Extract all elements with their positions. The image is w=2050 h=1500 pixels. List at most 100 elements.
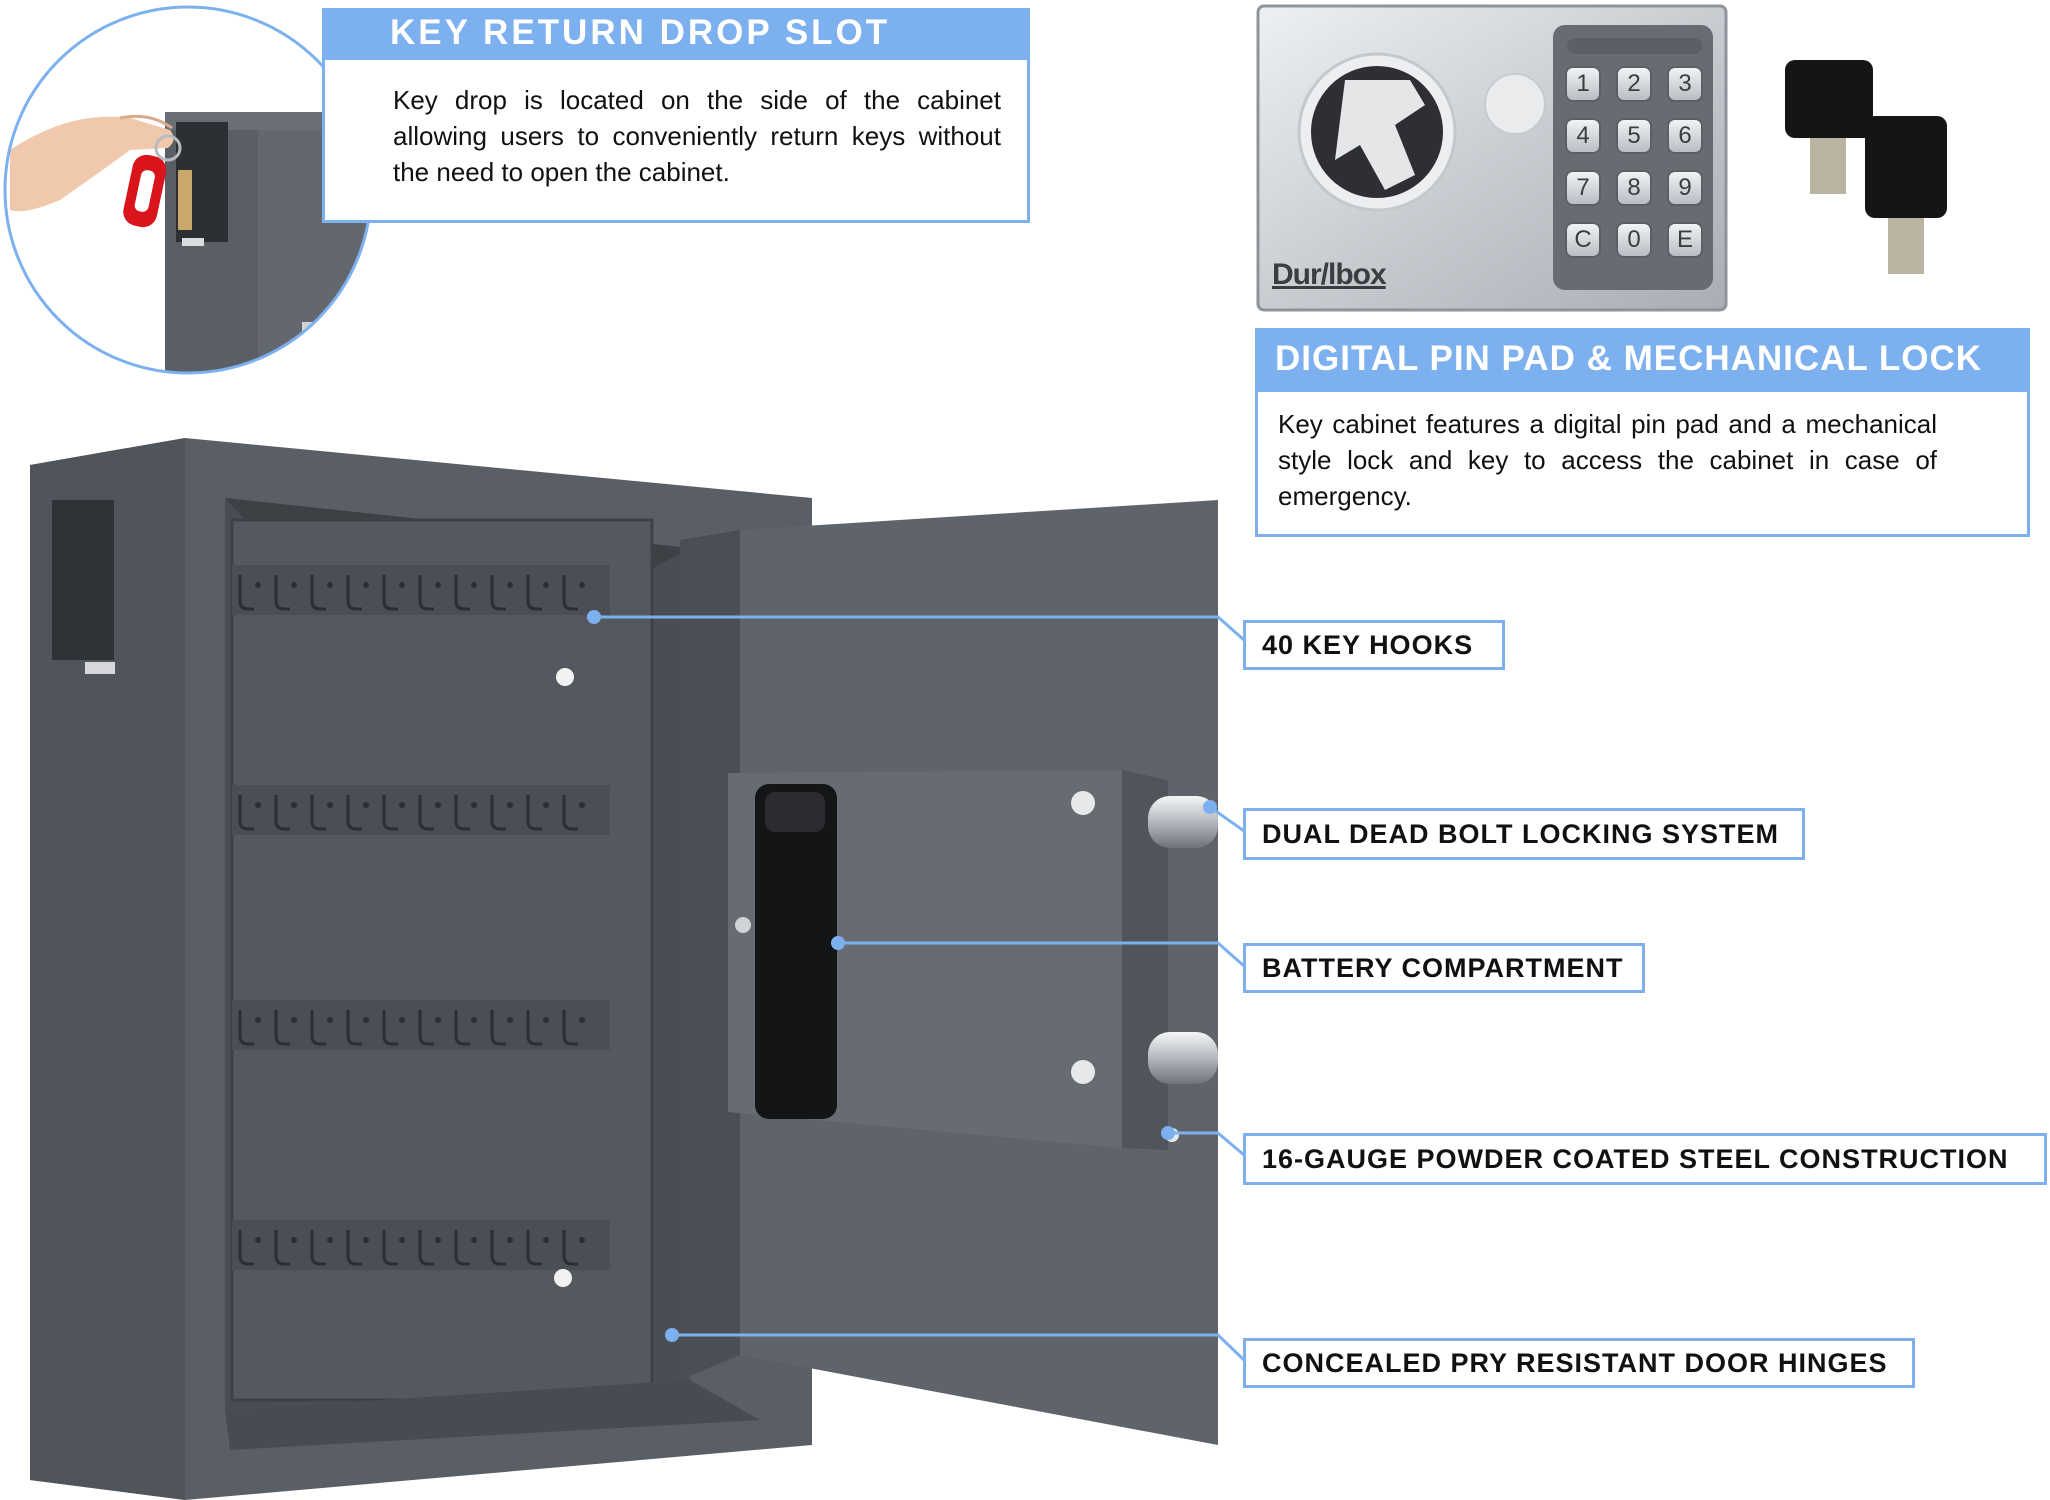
key-hook	[382, 575, 398, 611]
hook-rivet	[327, 802, 333, 808]
hook-rivet	[471, 802, 477, 808]
key-hook	[310, 795, 326, 831]
callout-key-hooks: 40 KEY HOOKS	[1243, 620, 1505, 670]
key-hook	[562, 575, 578, 611]
keypad-key-9: 9	[1667, 170, 1703, 206]
hook-rivet	[507, 802, 513, 808]
keypad-key-0: 0	[1616, 222, 1652, 258]
hook-rivet	[255, 1017, 261, 1023]
key-hook	[526, 1230, 542, 1266]
key-hook	[418, 795, 434, 831]
key-hook	[454, 1010, 470, 1046]
callout-battery: BATTERY COMPARTMENT	[1243, 943, 1645, 993]
hook-rivet	[579, 802, 585, 808]
keypad-key-8: 8	[1616, 170, 1652, 206]
key-hook	[562, 1230, 578, 1266]
key-hook	[454, 575, 470, 611]
key-drop-description: Key drop is located on the side of the c…	[322, 57, 1030, 223]
hook-rivet	[363, 1017, 369, 1023]
key-hooks	[238, 575, 585, 1266]
key-hook	[418, 1230, 434, 1266]
key-hook	[382, 795, 398, 831]
key-hook	[526, 1010, 542, 1046]
keypad-key-3: 3	[1667, 66, 1703, 102]
key-hook	[454, 1230, 470, 1266]
key-hook	[490, 575, 506, 611]
hook-rivet	[507, 1237, 513, 1243]
key-hook	[274, 1010, 290, 1046]
hook-rivet	[363, 1237, 369, 1243]
hook-rivet	[435, 1017, 441, 1023]
key-hook	[346, 1010, 362, 1046]
keypad-key-5: 5	[1616, 118, 1652, 154]
key-hook	[310, 575, 326, 611]
hook-rivet	[255, 802, 261, 808]
brand-logo: Dur/lbox	[1272, 258, 1387, 291]
hook-rivet	[579, 1017, 585, 1023]
callout-hinges: CONCEALED PRY RESISTANT DOOR HINGES	[1243, 1338, 1915, 1388]
hook-rivet	[543, 1237, 549, 1243]
hook-rivet	[363, 582, 369, 588]
keypad-key-2: 2	[1616, 66, 1652, 102]
key-hook	[238, 1010, 254, 1046]
hook-rivet	[579, 1237, 585, 1243]
key-hook	[346, 1230, 362, 1266]
leader-dots	[587, 610, 1217, 1342]
key-drop-title: KEY RETURN DROP SLOT	[322, 8, 1030, 57]
key-hook	[274, 1230, 290, 1266]
callout-steel: 16-GAUGE POWDER COATED STEEL CONSTRUCTIO…	[1243, 1133, 2047, 1185]
hook-rivet	[543, 582, 549, 588]
hook-rivet	[507, 582, 513, 588]
hook-rivet	[471, 1017, 477, 1023]
key-hook	[418, 575, 434, 611]
keypad-key-7: 7	[1565, 170, 1601, 206]
key-hook	[526, 575, 542, 611]
key-hook	[238, 795, 254, 831]
hook-rivet	[435, 802, 441, 808]
keypad-key-e: E	[1667, 222, 1703, 258]
hook-rivet	[291, 582, 297, 588]
key-hook	[382, 1010, 398, 1046]
key-hook	[490, 795, 506, 831]
key-hook	[310, 1230, 326, 1266]
key-hook	[562, 795, 578, 831]
pin-pad-description: Key cabinet features a digital pin pad a…	[1255, 389, 2030, 537]
hook-rivet	[291, 802, 297, 808]
hook-rivet	[543, 802, 549, 808]
hook-rivet	[399, 802, 405, 808]
hook-rivet	[399, 1017, 405, 1023]
key-hook	[346, 795, 362, 831]
hook-rivet	[399, 582, 405, 588]
key-hook	[382, 1230, 398, 1266]
hook-rivet	[255, 582, 261, 588]
hook-rivet	[507, 1017, 513, 1023]
hook-rivet	[327, 582, 333, 588]
hook-rivet	[327, 1237, 333, 1243]
cabinet-door	[680, 500, 1218, 1445]
hook-rivet	[471, 1237, 477, 1243]
key-hook	[274, 575, 290, 611]
cabinet-body	[30, 438, 812, 1500]
keypad-key-4: 4	[1565, 118, 1601, 154]
key-hook	[310, 1010, 326, 1046]
hook-rivet	[471, 582, 477, 588]
hook-rivet	[435, 582, 441, 588]
key-hook	[418, 1010, 434, 1046]
keypad-key-6: 6	[1667, 118, 1703, 154]
key-hook	[346, 575, 362, 611]
key-hook	[562, 1010, 578, 1046]
keypad-key-1: 1	[1565, 66, 1601, 102]
key-hook	[526, 795, 542, 831]
hook-rivet	[327, 1017, 333, 1023]
callout-dead-bolt: DUAL DEAD BOLT LOCKING SYSTEM	[1243, 808, 1805, 860]
hook-rivet	[255, 1237, 261, 1243]
hook-rivet	[291, 1017, 297, 1023]
hook-rivet	[579, 582, 585, 588]
key-hook	[238, 1230, 254, 1266]
key-hook	[490, 1010, 506, 1046]
spare-keys	[1785, 60, 1947, 274]
hook-rivet	[543, 1017, 549, 1023]
hook-rivet	[363, 802, 369, 808]
hook-rivet	[291, 1237, 297, 1243]
